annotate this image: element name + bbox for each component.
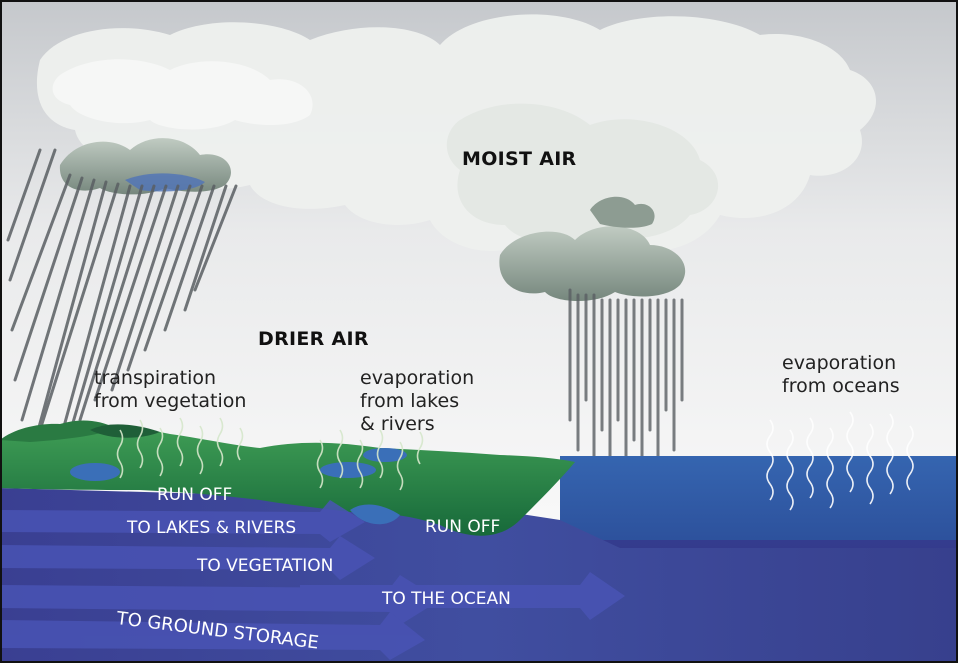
cloud-icon	[36, 14, 877, 302]
flow-arrow-icon	[0, 500, 625, 660]
vapor-wave-icon	[116, 417, 424, 491]
run-off-coast-label: RUN OFF	[425, 517, 501, 537]
run-off-land-label: RUN OFF	[157, 485, 233, 505]
vapor-wave-icon	[766, 411, 914, 511]
to-lakes-rivers-label: TO LAKES & RIVERS	[127, 518, 297, 538]
drier-air-label: DRIER AIR	[258, 328, 369, 350]
rain-icon	[6, 148, 238, 472]
transpiration-label: transpiration from vegetation	[94, 367, 247, 412]
to-the-ocean-label: TO THE OCEAN	[382, 589, 511, 609]
evaporation-oceans-label: evaporation from oceans	[782, 352, 900, 397]
land	[0, 420, 575, 536]
moist-air-label: MOIST AIR	[462, 148, 577, 170]
evaporation-lakes-label: evaporation from lakes & rivers	[360, 367, 475, 435]
to-vegetation-label: TO VEGETATION	[197, 556, 334, 576]
ocean-surface	[560, 456, 958, 551]
